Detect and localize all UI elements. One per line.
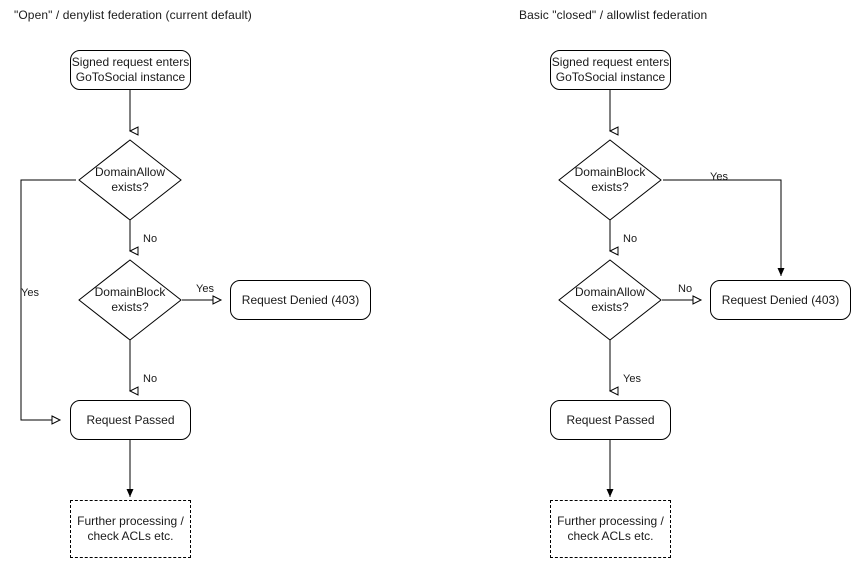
node-further-processing-right[interactable]: Further processing / check ACLs etc. xyxy=(550,500,671,558)
decision-domainblock-left[interactable]: DomainBlock exists? xyxy=(79,260,181,340)
node-request-denied-right[interactable]: Request Denied (403) xyxy=(710,280,851,320)
node-start-right-line1: Signed request enters xyxy=(551,55,670,69)
edge-label-right-block-no: No xyxy=(623,233,638,245)
node-start-left-line2: GoToSocial instance xyxy=(75,70,186,84)
edge-label-left-allow-no: No xyxy=(143,233,158,245)
decision-domainblock-left-line2: exists? xyxy=(111,300,149,314)
node-start-right[interactable]: Signed request enters GoToSocial instanc… xyxy=(550,50,671,90)
node-further-processing-left-line1: Further processing / xyxy=(77,514,184,528)
edge-r-block-yes-to-denied xyxy=(663,179,785,276)
node-start-right-line2: GoToSocial instance xyxy=(555,70,666,84)
decision-domainblock-left-line1: DomainBlock xyxy=(94,285,166,299)
decision-domainallow-right[interactable]: DomainAllow exists? xyxy=(559,260,661,340)
node-further-processing-left[interactable]: Further processing / check ACLs etc. xyxy=(70,500,191,558)
decision-domainblock-right[interactable]: DomainBlock exists? xyxy=(559,140,661,220)
edge-label-left-block-yes: Yes xyxy=(196,283,214,295)
edge-label-right-allow-no: No xyxy=(678,283,693,295)
edge-allow-yes-to-passed xyxy=(20,179,76,425)
decision-domainallow-right-line1: DomainAllow xyxy=(574,285,646,299)
node-start-left-line1: Signed request enters xyxy=(71,55,190,69)
decision-domainallow-left[interactable]: DomainAllow exists? xyxy=(79,140,181,220)
edge-label-right-allow-yes: Yes xyxy=(623,373,641,385)
edge-label-left-allow-yes: Yes xyxy=(21,287,39,299)
decision-domainallow-left-line1: DomainAllow xyxy=(94,165,166,179)
node-further-processing-right-line2: check ACLs etc. xyxy=(567,529,654,543)
decision-domainallow-left-line2: exists? xyxy=(111,180,149,194)
decision-domainblock-right-line1: DomainBlock xyxy=(574,165,646,179)
decision-domainblock-right-line2: exists? xyxy=(591,180,629,194)
diagram-title-open-denylist: "Open" / denylist federation (current de… xyxy=(14,8,252,22)
diagram-title-closed-allowlist: Basic "closed" / allowlist federation xyxy=(519,8,708,22)
node-start-left[interactable]: Signed request enters GoToSocial instanc… xyxy=(70,50,191,90)
node-further-processing-left-line2: check ACLs etc. xyxy=(87,529,174,543)
edge-label-right-block-yes: Yes xyxy=(710,171,728,183)
node-request-passed-right[interactable]: Request Passed xyxy=(550,400,671,440)
node-request-denied-left[interactable]: Request Denied (403) xyxy=(230,280,371,320)
node-request-passed-left[interactable]: Request Passed xyxy=(70,400,191,440)
decision-domainallow-right-line2: exists? xyxy=(591,300,629,314)
edge-label-left-block-no: No xyxy=(143,373,158,385)
node-further-processing-right-line1: Further processing / xyxy=(557,514,664,528)
